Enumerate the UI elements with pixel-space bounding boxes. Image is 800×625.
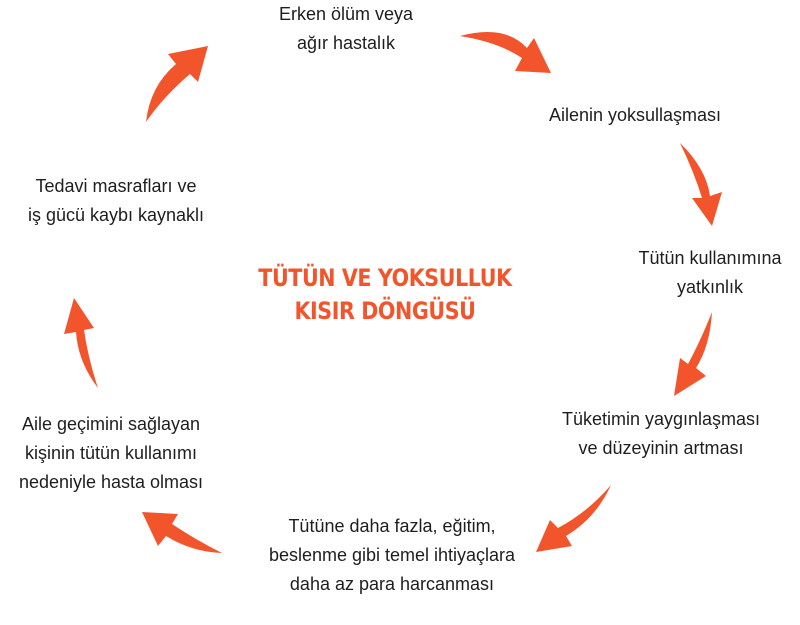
cycle-arrow-6 xyxy=(64,298,98,388)
cycle-step-treatment-costs: Tedavi masrafları ve iş gücü kaybı kayna… xyxy=(0,172,232,230)
step-text-line: Tütüne daha fazla, eğitim, xyxy=(288,516,496,536)
step-text-line: ağır hastalık xyxy=(296,33,396,53)
step-text-line: Tedavi masrafları ve xyxy=(35,176,197,196)
cycle-step-spending-shift: Tütüne daha fazla, eğitim, beslenme gibi… xyxy=(236,512,548,599)
step-text-line: Tütün kullanımına xyxy=(638,248,782,268)
cycle-step-early-death: Erken ölüm veya ağır hastalık xyxy=(246,0,446,58)
step-text-line: ve düzeyinin artması xyxy=(578,438,744,458)
step-text-line: Ailenin yoksullaşması xyxy=(548,105,722,125)
cycle-arrow-5 xyxy=(142,512,222,553)
cycle-step-breadwinner-illness: Aile geçimini sağlayan kişinin tütün kul… xyxy=(0,410,222,497)
cycle-step-consumption-increase: Tüketimin yaygınlaşması ve düzeyinin art… xyxy=(530,405,792,463)
step-text-line: nedeniyle hasta olması xyxy=(18,472,204,492)
cycle-arrow-3 xyxy=(674,312,712,396)
step-text-line: beslenme gibi temel ihtiyaçlara xyxy=(268,545,516,565)
step-text-line: Tüketimin yaygınlaşması xyxy=(561,409,761,429)
cycle-step-family-poverty: Ailenin yoksullaşması xyxy=(520,101,750,130)
title-line-2: KISIR DÖNGÜSÜ xyxy=(294,297,476,325)
step-text-line: Erken ölüm veya xyxy=(278,4,414,24)
cycle-arrow-7 xyxy=(146,46,208,122)
cycle-step-tobacco-tendency: Tütün kullanımına yatkınlık xyxy=(620,244,800,302)
step-text-line: iş gücü kaybı kaynaklı xyxy=(27,205,205,225)
step-text-line: Aile geçimini sağlayan xyxy=(21,414,201,434)
cycle-arrow-1 xyxy=(460,32,551,73)
diagram-title: TÜTÜN VE YOKSULLUK KISIR DÖNGÜSÜ xyxy=(243,262,527,328)
step-text-line: kişinin tütün kullanımı xyxy=(24,443,198,463)
title-line-1: TÜTÜN VE YOKSULLUK xyxy=(258,264,512,292)
cycle-arrow-4 xyxy=(536,485,611,552)
step-text-line: daha az para harcanması xyxy=(289,574,495,594)
cycle-arrow-2 xyxy=(680,143,722,226)
step-text-line: yatkınlık xyxy=(676,277,744,297)
